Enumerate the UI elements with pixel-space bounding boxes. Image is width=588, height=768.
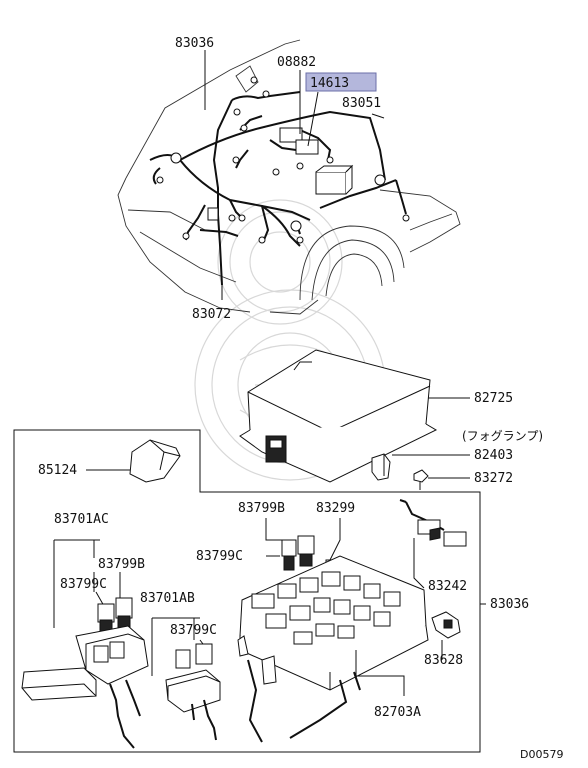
label-82403: 82403 — [474, 448, 513, 463]
label-83242: 83242 — [428, 579, 467, 594]
connector-83628 — [431, 611, 461, 639]
diagram-code: D00579 — [520, 748, 563, 761]
label-85124: 85124 — [38, 463, 77, 478]
label-83072: 83072 — [192, 307, 231, 322]
fuse-box-cover — [239, 349, 438, 483]
label-83051: 83051 — [342, 96, 381, 111]
label-83799B-a: 83799B — [98, 557, 145, 572]
vehicle-body — [117, 39, 461, 315]
label-83799B-b: 83799B — [238, 501, 285, 516]
label-83799C-c: 83799C — [196, 549, 243, 564]
connector-cap-85124 — [129, 439, 181, 483]
leader-lines-upper — [204, 50, 385, 300]
label-83272: 83272 — [474, 471, 513, 486]
assembly-frame — [13, 429, 481, 753]
junction-block-82703A — [237, 555, 429, 743]
harness-connector-83242 — [399, 499, 467, 547]
relay-block-83701AB — [165, 643, 221, 741]
engine-wiring-harness — [149, 76, 410, 286]
label-83701AB: 83701AB — [140, 591, 195, 606]
highlight-14613 — [305, 72, 377, 92]
label-08882: 08882 — [277, 55, 316, 70]
label-83299: 83299 — [316, 501, 355, 516]
label-83799C-a: 83799C — [60, 577, 107, 592]
label-82725: 82725 — [474, 391, 513, 406]
label-83799C-b: 83799C — [170, 623, 217, 638]
fog-lamp-relay — [371, 453, 391, 481]
bolt — [413, 469, 429, 490]
label-83628: 83628 — [424, 653, 463, 668]
label-83036-right: 83036 — [490, 597, 529, 612]
relay-block-83701AC — [21, 597, 149, 749]
label-fog-lamp-note: (フォグランプ) — [462, 429, 543, 443]
label-83036-top: 83036 — [175, 36, 214, 51]
label-83701AC: 83701AC — [54, 512, 109, 527]
label-14613[interactable]: 14613 — [310, 76, 349, 91]
label-82703A: 82703A — [374, 705, 421, 720]
